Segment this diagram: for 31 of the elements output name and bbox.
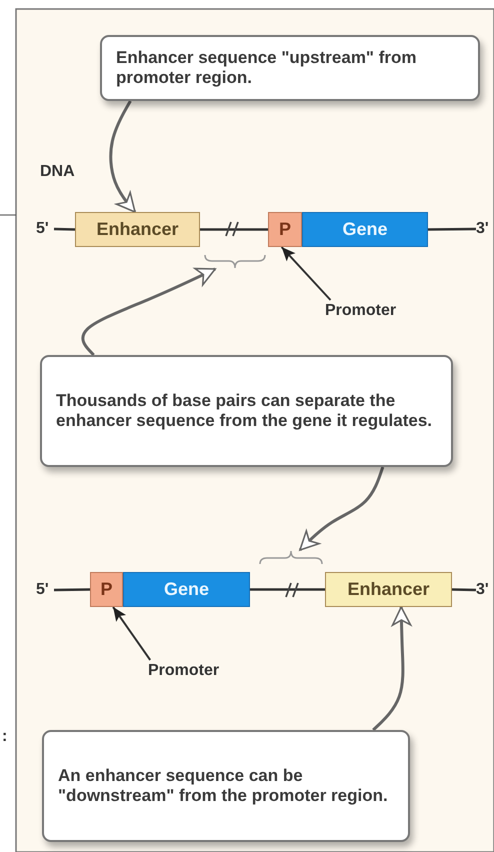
dna-strand <box>200 228 268 231</box>
dna-label: DNA <box>40 163 75 181</box>
strand-end-label: 3' <box>476 219 494 239</box>
dna-strand <box>54 588 90 592</box>
promoter-label: Promoter <box>325 300 435 322</box>
dna-strand <box>250 588 325 591</box>
strand-end-label: 3' <box>476 580 494 600</box>
callout-box: Thousands of base pairs can separate the enhancer sequence from the gene it regulates. <box>40 355 453 467</box>
text-fragment: : <box>2 728 8 746</box>
gene-segment: Gene <box>302 212 428 247</box>
dna-strand <box>54 228 76 231</box>
arrow <box>112 606 152 661</box>
dna-strand <box>428 228 476 231</box>
dna-strand <box>452 588 476 592</box>
enhancer-segment: Enhancer <box>325 572 452 607</box>
gene-segment: Gene <box>123 572 250 607</box>
promoter-label: Promoter <box>148 660 258 682</box>
callout-box: Enhancer sequence "upstream" from promoter region. <box>100 35 480 101</box>
callout-pointer <box>109 100 136 213</box>
bracket <box>259 550 323 565</box>
bracket <box>204 254 266 269</box>
promoter-segment: P <box>268 212 302 247</box>
strand-end-label: 5' <box>36 219 54 239</box>
callout-pointer <box>372 606 412 732</box>
arrow <box>280 246 332 301</box>
callout-box: An enhancer sequence can be "downstream" from the promoter region. <box>42 730 410 842</box>
promoter-segment: P <box>90 572 123 607</box>
enhancer-segment: Enhancer <box>75 212 200 247</box>
callout-pointer <box>298 466 384 552</box>
callout-pointer <box>81 268 216 356</box>
strand-end-label: 5' <box>36 580 54 600</box>
